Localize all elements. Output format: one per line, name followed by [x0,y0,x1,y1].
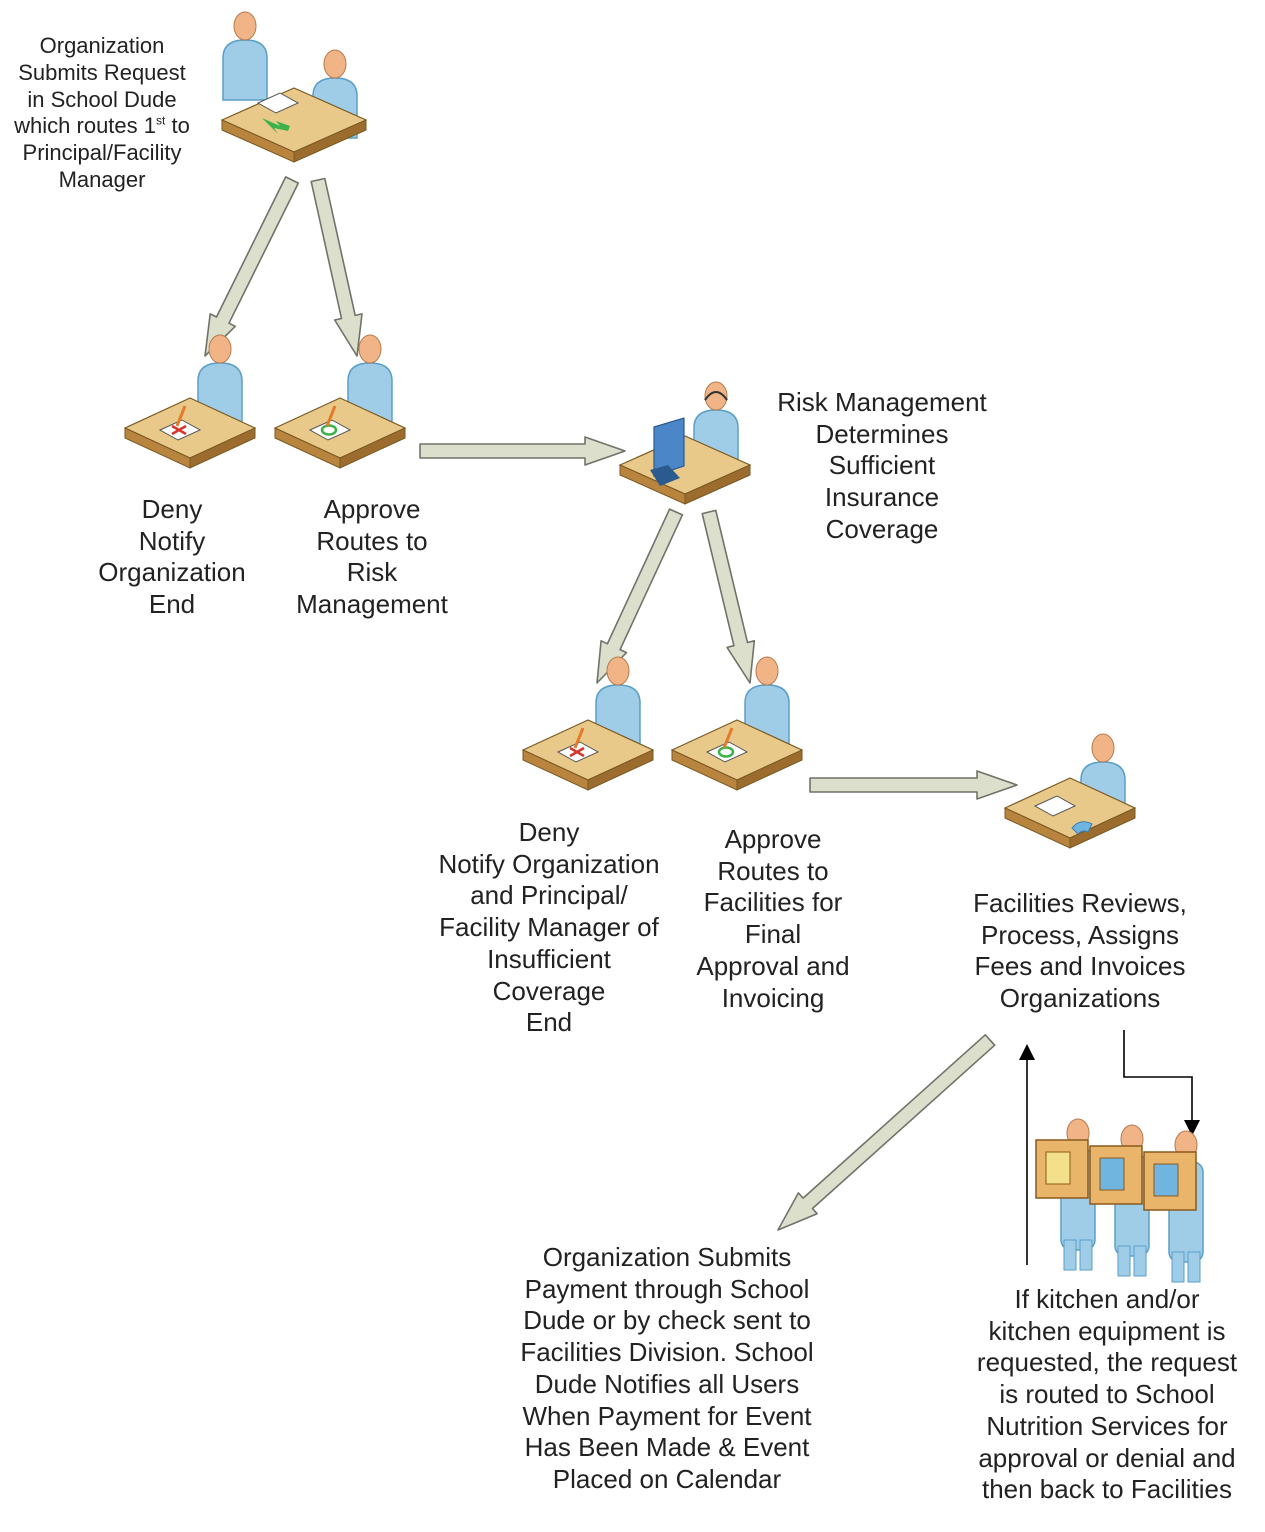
arrow-risk-to-approve2 [701,509,756,684]
deny2-figure [521,656,655,791]
deny1-figure [123,334,257,469]
facilities-figure [1003,733,1137,849]
approve2-figure [670,656,804,791]
arrow-start-to-approve1 [310,177,363,357]
start-label: Organization Submits Request in School D… [14,33,190,193]
nutrition-services-figure [1035,1118,1204,1283]
kitchen-label: If kitchen and/or kitchen equipment is r… [976,1284,1238,1505]
flow-arrows [204,176,1018,1231]
arrow-approve1-to-risk [419,436,626,466]
deny1-label: Deny Notify Organization End [98,494,246,620]
approve1-figure [273,334,407,469]
arrow-risk-to-deny2 [596,508,684,684]
approve1-label: Approve Routes to Risk Management [296,494,448,620]
arrow-approve2-to-facilities [809,770,1018,800]
facilities-label: Facilities Reviews, Process, Assigns Fee… [973,888,1187,1014]
risk-label: Risk Management Determines Sufficient In… [777,387,987,544]
figures [123,11,1204,1283]
start-meeting-figure [220,11,368,163]
arrow-facilities-to-payment [777,1034,996,1231]
deny2-label: Deny Notify Organization and Principal/ … [438,817,660,1038]
risk-management-figure [618,381,752,505]
kitchen-route-line [1123,1030,1200,1136]
connector-lines [1019,1030,1200,1265]
arrow-start-to-deny1 [204,176,300,357]
approve2-label: Approve Routes to Facilities for Final A… [696,824,850,1013]
payment-label: Organization Submits Payment through Sch… [520,1242,814,1495]
